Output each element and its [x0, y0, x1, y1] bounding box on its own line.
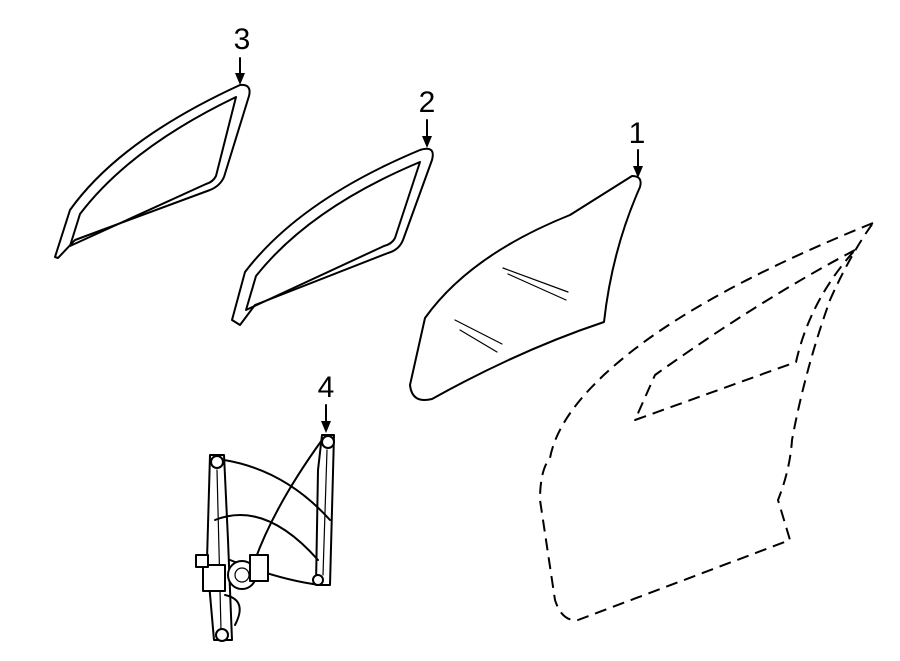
part-1-door-glass[interactable]	[409, 175, 642, 401]
callout-4-label: 4	[318, 371, 335, 404]
callout-1-label: 1	[629, 117, 646, 150]
callout-2-label: 2	[419, 86, 436, 119]
door-outline	[539, 222, 874, 622]
part-2-glass-run-seal[interactable]	[231, 147, 434, 326]
part-4-window-regulator[interactable]	[195, 434, 335, 642]
callout-arrows	[235, 57, 643, 433]
part-3-vent-window-seal[interactable]	[54, 83, 251, 259]
callout-3-label: 3	[234, 23, 251, 56]
